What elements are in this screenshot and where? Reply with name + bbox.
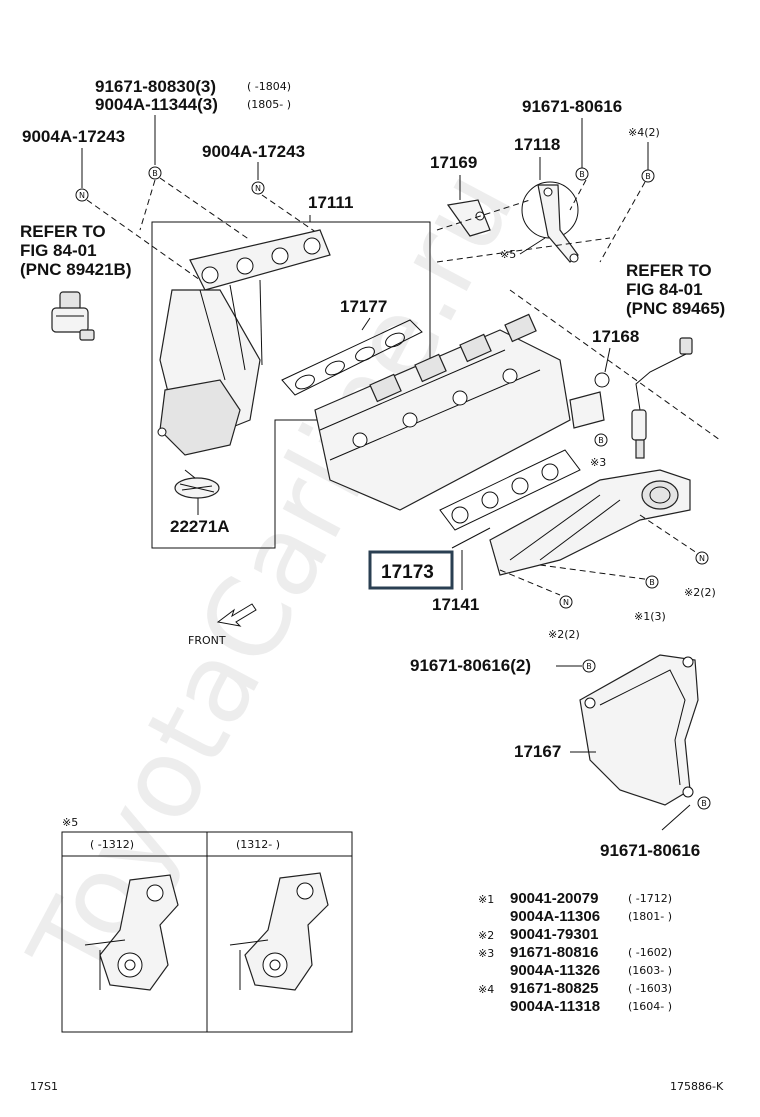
- refer-right-line3[interactable]: (PNC 89465): [626, 299, 725, 318]
- label-17111[interactable]: 17111: [308, 193, 353, 212]
- legend-pn[interactable]: 9004A-11326: [510, 962, 600, 979]
- label-17141[interactable]: 17141: [432, 595, 479, 614]
- bracket-17118-icon: [521, 181, 579, 263]
- nut-n-marker: [251, 181, 265, 195]
- footnote-legend: ※1 90041-20079 ( -1712) 9004A-11306 (180…: [478, 890, 672, 1015]
- legend-mark: ※2: [478, 929, 494, 942]
- nut-n-marker: [695, 551, 709, 565]
- marker-letter: B: [701, 799, 707, 808]
- exhaust-gasket-icon: [439, 449, 581, 531]
- label-mark2-bottom: ※2(2): [548, 628, 580, 641]
- legend-range: (1801- ): [628, 910, 672, 923]
- bolt-b-marker: [582, 659, 596, 673]
- footer-right-code: 175886-K: [670, 1080, 724, 1093]
- label-mark4: ※4(2): [628, 126, 660, 139]
- legend-pn[interactable]: 91671-80816: [510, 944, 598, 961]
- bracket-variant-old-icon: [84, 874, 179, 991]
- label-91671-80616-2[interactable]: 91671-80616(2): [410, 656, 531, 675]
- front-arrow-icon: [216, 603, 257, 627]
- oxygen-sensor-icon: [631, 337, 693, 459]
- marker-letter: B: [579, 170, 585, 179]
- label-91671-80830[interactable]: 91671-80830(3): [95, 77, 216, 96]
- label-front: FRONT: [188, 634, 226, 647]
- label-91671-80830-range: ( -1804): [247, 80, 291, 93]
- refer-right-line1: REFER TO: [626, 261, 712, 280]
- label-mark2-right: ※2(2): [684, 586, 716, 599]
- legend-mark: ※3: [478, 947, 494, 960]
- legend-pn[interactable]: 9004A-11318: [510, 998, 600, 1015]
- refer-left-line1: REFER TO: [20, 222, 106, 241]
- marker-letter: B: [586, 662, 592, 671]
- label-17169[interactable]: 17169: [430, 153, 477, 172]
- label-9004A-11344[interactable]: 9004A-11344(3): [95, 95, 218, 114]
- bracket-17169-icon: [446, 199, 491, 237]
- legend-range: ( -1602): [628, 946, 672, 959]
- label-91671-80616-top[interactable]: 91671-80616: [522, 97, 622, 116]
- variant-table-title: ※5: [62, 816, 78, 829]
- footer-left-code: 17S1: [30, 1080, 58, 1093]
- marker-letter: N: [563, 598, 569, 607]
- bolt-b-marker: [148, 166, 162, 180]
- legend-pn[interactable]: 9004A-11306: [510, 908, 600, 925]
- bolt-b-marker: [594, 433, 608, 447]
- legend-pn[interactable]: 90041-20079: [510, 890, 598, 907]
- legend-pn[interactable]: 91671-80825: [510, 980, 598, 997]
- bolt-b-marker: [641, 169, 655, 183]
- exhaust-manifold-icon: [157, 229, 331, 456]
- air-fuel-sensor-icon: [51, 291, 95, 341]
- bolt-b-marker: [645, 575, 659, 589]
- variant-col2-header: (1312- ): [236, 838, 280, 851]
- legend-range: ( -1603): [628, 982, 672, 995]
- legend-range: (1603- ): [628, 964, 672, 977]
- label-17168[interactable]: 17168: [592, 327, 639, 346]
- exhaust-manifold-17141-icon: [489, 469, 691, 576]
- marker-letter: N: [699, 554, 705, 563]
- refer-right-line2: FIG 84-01: [626, 280, 703, 299]
- marker-letter: B: [645, 172, 651, 181]
- legend-pn[interactable]: 90041-79301: [510, 926, 598, 943]
- legend-mark: ※1: [478, 893, 494, 906]
- label-17177[interactable]: 17177: [340, 297, 387, 316]
- label-mark3: ※3: [590, 456, 606, 469]
- label-mark5: ※5: [500, 248, 516, 261]
- cylinder-head-icon: [314, 313, 571, 511]
- label-9004A-17243-mid[interactable]: 9004A-17243: [202, 142, 305, 161]
- label-22271A[interactable]: 22271A: [170, 517, 230, 536]
- legend-range: (1604- ): [628, 1000, 672, 1013]
- pcv-valve-icon: [174, 469, 220, 499]
- marker-letter: N: [79, 191, 85, 200]
- label-9004A-17243-left[interactable]: 9004A-17243: [22, 127, 125, 146]
- variant-col1-header: ( -1312): [90, 838, 134, 851]
- legend-mark: ※4: [478, 983, 494, 996]
- refer-left-line2: FIG 84-01: [20, 241, 97, 260]
- bracket-17168-icon: [569, 372, 610, 429]
- heat-insulator-icon: [579, 654, 699, 806]
- label-17167[interactable]: 17167: [514, 742, 561, 761]
- bolt-b-marker: [697, 796, 711, 810]
- highlight-box-17173[interactable]: [368, 550, 454, 590]
- marker-letter: B: [598, 436, 604, 445]
- marker-letter: N: [255, 184, 261, 193]
- nut-n-marker: [559, 595, 573, 609]
- legend-range: ( -1712): [628, 892, 672, 905]
- bolt-b-marker: [575, 167, 589, 181]
- label-17118[interactable]: 17118: [514, 135, 560, 154]
- label-9004A-11344-range: (1805- ): [247, 98, 291, 111]
- manifold-gasket-icon: [281, 319, 423, 396]
- nut-n-marker: [75, 188, 89, 202]
- marker-letter: B: [152, 169, 158, 178]
- assembly-box-17111: [151, 221, 431, 549]
- refer-left-line3[interactable]: (PNC 89421B): [20, 260, 132, 279]
- marker-letter: B: [649, 578, 655, 587]
- label-17173[interactable]: 17173: [381, 562, 434, 583]
- bracket-variant-new-icon: [229, 872, 329, 991]
- label-mark1: ※1(3): [634, 610, 666, 623]
- label-91671-80616-bottom[interactable]: 91671-80616: [600, 841, 700, 860]
